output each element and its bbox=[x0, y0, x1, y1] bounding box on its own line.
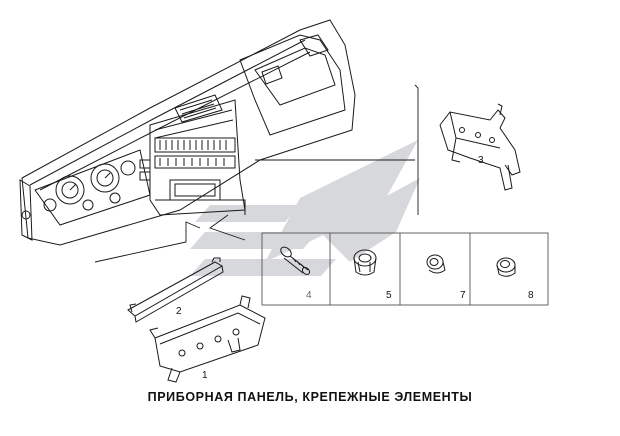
grommet-icon bbox=[426, 254, 446, 274]
callout-5: 5 bbox=[386, 290, 392, 301]
nut-icon bbox=[353, 249, 377, 276]
callout-2: 2 bbox=[176, 306, 182, 317]
watermark-logo-icon bbox=[190, 140, 420, 276]
instrument-panel-drawing bbox=[19, 19, 356, 246]
callout-labels: 1 2 3 4 5 7 8 bbox=[176, 155, 534, 381]
fasteners-frame bbox=[261, 232, 549, 306]
callout-3: 3 bbox=[478, 155, 484, 166]
bracket-1-drawing bbox=[149, 295, 266, 383]
bracket-3-drawing bbox=[439, 103, 521, 191]
cap-nut-icon bbox=[496, 257, 516, 277]
bolt-icon bbox=[280, 246, 311, 275]
callout-4: 4 bbox=[306, 290, 312, 301]
callout-1: 1 bbox=[202, 370, 208, 381]
leader-lines bbox=[94, 84, 419, 263]
strip-2-drawing bbox=[127, 257, 224, 323]
figure-caption: ПРИБОРНАЯ ПАНЕЛЬ, КРЕПЕЖНЫЕ ЭЛЕМЕНТЫ bbox=[147, 390, 473, 404]
callout-7: 7 bbox=[460, 290, 466, 301]
callout-8: 8 bbox=[528, 290, 534, 301]
